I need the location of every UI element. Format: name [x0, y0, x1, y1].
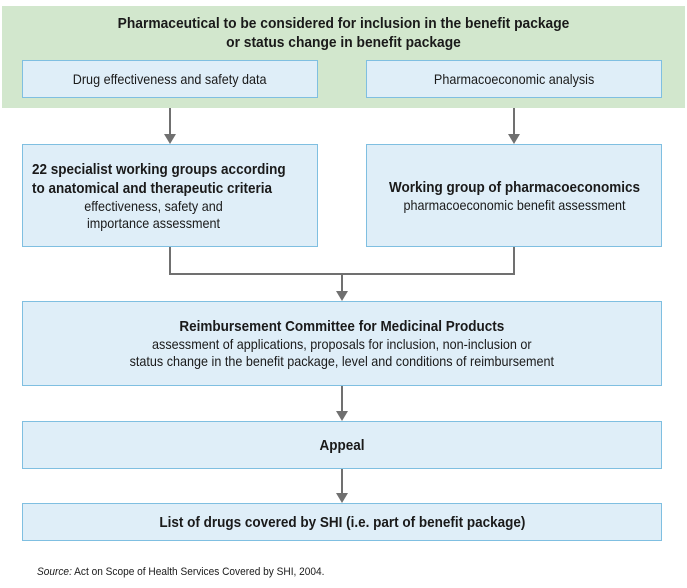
reimbursement-committee-title: Reimbursement Committee for Medicinal Pr… [179, 318, 505, 335]
pharmacoeconomics-group-box: Working group of pharmacoeconomics pharm… [366, 144, 662, 247]
reimbursement-committee-sub-line2: status change in the benefit package, le… [129, 353, 555, 369]
specialist-groups-sub-line2: importance assessment [86, 214, 221, 231]
drug-data-label: Drug effectiveness and safety data [73, 70, 267, 87]
arrowhead [508, 134, 520, 144]
drug-list-label: List of drugs covered by SHI (i.e. part … [158, 513, 526, 531]
reimbursement-committee-box: Reimbursement Committee for Medicinal Pr… [22, 301, 662, 386]
specialist-groups-title-line2: to anatomical and therapeutic criteria [32, 179, 273, 197]
source-label: Source: [37, 566, 72, 578]
pharmacoeconomic-analysis-label: Pharmacoeconomic analysis [433, 70, 595, 87]
drug-data-box: Drug effectiveness and safety data [22, 60, 318, 98]
arrowhead [164, 134, 176, 144]
arrowhead [336, 291, 348, 301]
source-note: Source: Act on Scope of Health Services … [37, 566, 324, 578]
reimbursement-committee-sub-line1: assessment of applications, proposals fo… [152, 336, 532, 352]
arrowhead [336, 411, 348, 421]
connector-merge [169, 247, 515, 275]
appeal-box: Appeal [22, 421, 662, 469]
header-title-line2: or status change in benefit package [226, 34, 461, 51]
pharmacoeconomic-analysis-box: Pharmacoeconomic analysis [366, 60, 662, 98]
pharmacoeconomics-group-title: Working group of pharmacoeconomics [388, 178, 640, 196]
header-title: Pharmaceutical to be considered for incl… [29, 14, 657, 52]
drug-list-box: List of drugs covered by SHI (i.e. part … [22, 503, 662, 541]
pharmacoeconomics-group-sub: pharmacoeconomic benefit assessment [402, 196, 625, 213]
specialist-groups-sub-line1: effectiveness, safety and [84, 197, 223, 214]
specialist-groups-title-line1: 22 specialist working groups according [32, 160, 286, 178]
header-title-line1: Pharmaceutical to be considered for incl… [117, 15, 570, 32]
appeal-label: Appeal [319, 436, 365, 454]
source-text: Act on Scope of Health Services Covered … [74, 566, 325, 578]
arrowhead [336, 493, 348, 503]
specialist-groups-box: 22 specialist working groups according t… [22, 144, 318, 247]
